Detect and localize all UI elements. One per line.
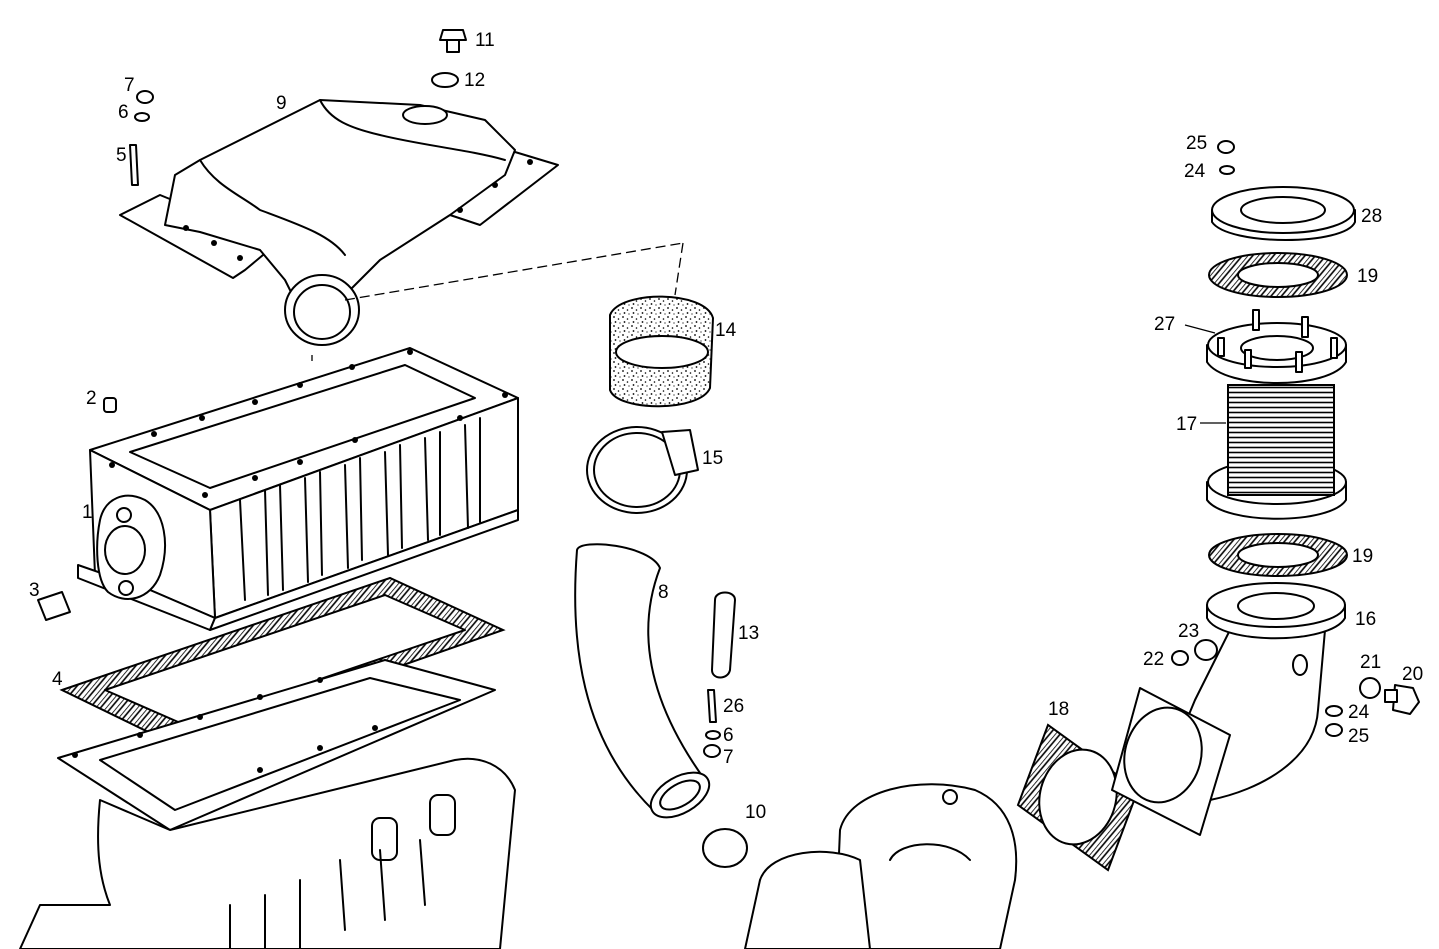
label-26: 26 [723, 696, 744, 717]
label-24-top: 24 [1184, 161, 1206, 182]
label-8: 8 [658, 582, 669, 603]
washer-24b [1325, 705, 1343, 717]
label-4: 4 [52, 669, 63, 690]
label-6b: 6 [723, 725, 734, 746]
label-25-top: 25 [1186, 133, 1207, 154]
label-24-bottom: 24 [1348, 702, 1370, 723]
label-14: 14 [715, 320, 737, 341]
label-18: 18 [1048, 699, 1069, 720]
nut-7 [136, 90, 154, 104]
washer-6b [705, 730, 721, 740]
label-17: 17 [1176, 414, 1197, 435]
label-9: 9 [276, 93, 287, 114]
plug-2 [103, 397, 117, 413]
label-3: 3 [29, 580, 40, 601]
label-19-lower: 19 [1352, 546, 1373, 567]
label-7b: 7 [723, 747, 734, 768]
label-13: 13 [738, 623, 759, 644]
washer-22 [1171, 650, 1189, 666]
label-21: 21 [1360, 652, 1381, 673]
hose-clamp [586, 426, 699, 514]
label-25-bottom: 25 [1348, 726, 1369, 747]
label-2: 2 [86, 388, 97, 409]
link-13 [711, 591, 736, 679]
label-1: 1 [82, 502, 93, 523]
nut-25 [1217, 140, 1235, 154]
rubber-sleeve [609, 295, 715, 408]
intake-hose [574, 543, 711, 819]
label-7: 7 [124, 75, 135, 96]
stud-26 [707, 689, 717, 723]
intake-cover [119, 99, 559, 346]
turbocharger [744, 783, 1018, 949]
label-6: 6 [118, 102, 129, 123]
intercooler-housing [77, 347, 519, 631]
label-19-upper: 19 [1357, 266, 1378, 287]
washer-24 [1219, 165, 1235, 175]
gasket-19-lower [1208, 533, 1348, 577]
nut-25b [1325, 723, 1343, 737]
label-11: 11 [475, 30, 495, 51]
stud-5 [129, 144, 139, 186]
nut-23 [1194, 639, 1218, 661]
intake-manifold [19, 659, 516, 949]
plug-20 [1384, 684, 1420, 715]
washer-12 [431, 72, 459, 88]
washer-6 [134, 112, 150, 122]
label-23: 23 [1178, 621, 1199, 642]
gasket-18 [1016, 723, 1140, 872]
o-ring-10 [702, 828, 748, 868]
flange-16 [1206, 582, 1346, 640]
gasket-19-upper [1208, 252, 1348, 298]
label-10: 10 [745, 802, 766, 823]
flange-28 [1211, 186, 1356, 241]
label-28: 28 [1361, 206, 1382, 227]
nut-7b [703, 744, 721, 758]
bolt-11 [439, 29, 467, 53]
label-20: 20 [1402, 664, 1423, 685]
label-12: 12 [464, 70, 485, 91]
plug-3 [37, 591, 71, 621]
label-15: 15 [702, 448, 723, 469]
bellows-17 [1206, 309, 1347, 520]
label-22: 22 [1143, 649, 1164, 670]
label-16: 16 [1355, 609, 1376, 630]
washer-21 [1359, 677, 1381, 699]
label-27: 27 [1154, 314, 1175, 335]
exhaust-elbow [1111, 629, 1326, 836]
label-5: 5 [116, 145, 127, 166]
gasket [59, 576, 506, 747]
